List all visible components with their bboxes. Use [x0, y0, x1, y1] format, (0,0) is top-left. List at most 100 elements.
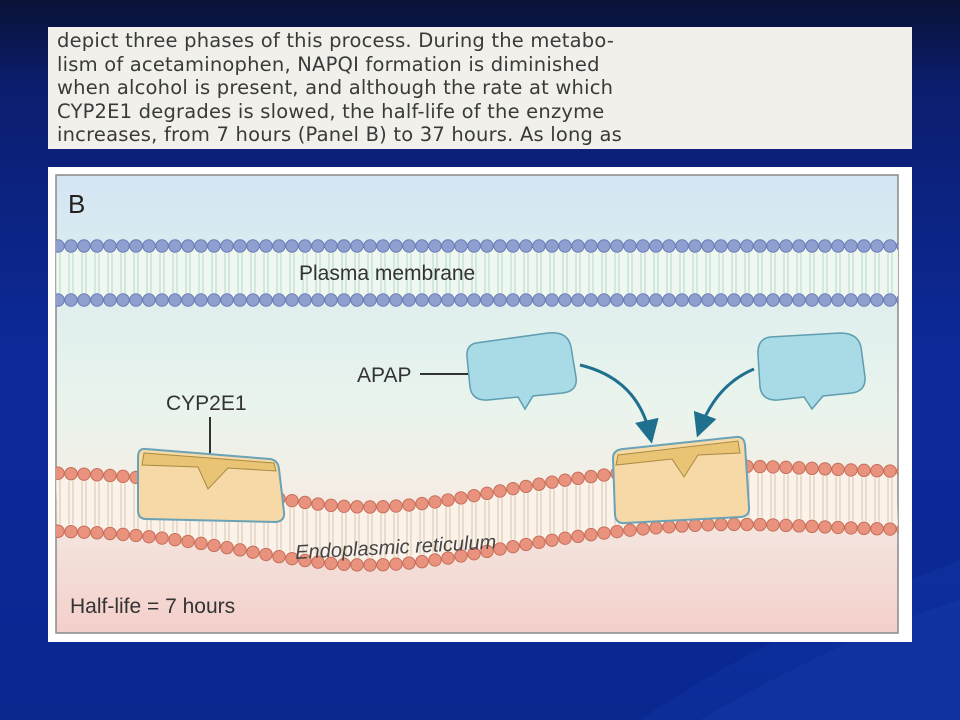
lipid-head [103, 526, 117, 541]
lipid-head [649, 293, 663, 307]
lipid-head [428, 495, 442, 509]
lipid-head [883, 293, 897, 307]
lipid-head [207, 239, 221, 253]
lipid-head [519, 293, 533, 307]
lipid-head [103, 468, 117, 483]
lipid-head [77, 239, 91, 253]
lipid-head [363, 500, 377, 514]
lipid-head [389, 557, 403, 571]
plasma-membrane-label: Plasma membrane [299, 262, 475, 285]
lipid-head [129, 528, 143, 543]
lipid-head [168, 532, 182, 547]
lipid-head [844, 521, 858, 535]
lipid-head [597, 293, 611, 307]
lipid-head [454, 549, 468, 563]
lipid-head [376, 239, 390, 253]
lipid-head [428, 553, 442, 567]
lipid-head [454, 491, 468, 505]
lipid-head [610, 239, 624, 253]
lipid-head [493, 542, 507, 556]
lipid-head [350, 500, 364, 514]
apap-molecule-right [757, 332, 866, 411]
lipid-head [441, 493, 455, 507]
lipid-head [480, 239, 494, 253]
lipid-head [376, 500, 390, 514]
lipid-head [532, 239, 546, 253]
lipid-head [545, 239, 559, 253]
lipid-head [56, 466, 65, 480]
lipid-head [844, 463, 858, 477]
lipid-head [649, 521, 663, 535]
lipid-head [883, 464, 897, 478]
lipid-head [688, 293, 702, 307]
excerpt-line: CYP2E1 degrades is slowed, the half-life… [57, 99, 605, 123]
lipid-head [571, 239, 585, 253]
lipid-head [662, 239, 676, 253]
lipid-head [259, 293, 273, 307]
figure-panel-b: B Plasma membrane APAP CYP2E1 Endoplasmi… [48, 167, 912, 642]
lipid-head [896, 241, 898, 251]
lipid-head [350, 239, 364, 253]
lipid-head [506, 539, 520, 554]
lipid-head [467, 293, 481, 307]
lipid-head [636, 293, 650, 307]
lipid-head [597, 468, 611, 482]
lipid-head [285, 239, 299, 253]
lipid-head [194, 536, 208, 551]
lipid-head [805, 519, 819, 534]
lipid-head [480, 486, 494, 501]
lipid-head [558, 531, 572, 545]
lipid-head [870, 522, 884, 536]
plasma-membrane [56, 239, 898, 307]
lipid-head [220, 239, 234, 253]
half-life-label: Half-life = 7 hours [70, 595, 235, 618]
lipid-head [467, 488, 481, 503]
lipid-head [207, 538, 221, 553]
lipid-head [844, 239, 858, 253]
lipid-head [441, 239, 455, 253]
lipid-head [831, 462, 845, 477]
lipid-head [90, 293, 104, 307]
lipid-head [545, 293, 559, 307]
lipid-head [402, 556, 416, 570]
lipid-head [90, 526, 104, 540]
lipid-head [675, 519, 689, 533]
lipid-head [584, 239, 598, 253]
lipid-head [662, 293, 676, 307]
lipid-head [363, 293, 377, 307]
lipid-head [246, 239, 260, 253]
lipid-head [259, 239, 273, 253]
lipid-head [766, 239, 780, 253]
lipid-head [480, 544, 494, 559]
lipid-head [753, 459, 767, 474]
apap-arrow-left [579, 363, 659, 444]
lipid-head [116, 239, 130, 253]
lipid-head [324, 498, 338, 513]
lipid-head [896, 466, 898, 476]
lipid-head [285, 551, 299, 566]
lipid-head [662, 520, 676, 534]
lipid-head [701, 293, 715, 307]
lipid-head [181, 239, 195, 253]
lipid-head [56, 239, 65, 253]
lipid-head [584, 527, 598, 542]
lipid-head [337, 499, 351, 514]
lipid-head [116, 469, 130, 484]
panel-letter: B [68, 189, 85, 219]
lipid-head [818, 520, 832, 534]
lipid-head [558, 239, 572, 253]
lipid-head [415, 293, 429, 307]
lipid-head [493, 484, 507, 498]
excerpt-line: lism of acetaminophen, NAPQI formation i… [57, 52, 600, 76]
lipid-head [519, 239, 533, 253]
lipid-head [623, 239, 637, 253]
lipid-head [779, 293, 793, 307]
lipid-head [467, 546, 481, 561]
lipid-head [415, 554, 429, 569]
lipid-head [246, 293, 260, 307]
lipid-head [753, 517, 767, 532]
lipid-head [636, 522, 650, 536]
lipid-head [181, 293, 195, 307]
lipid-head [649, 239, 663, 253]
lipid-head [441, 551, 455, 565]
